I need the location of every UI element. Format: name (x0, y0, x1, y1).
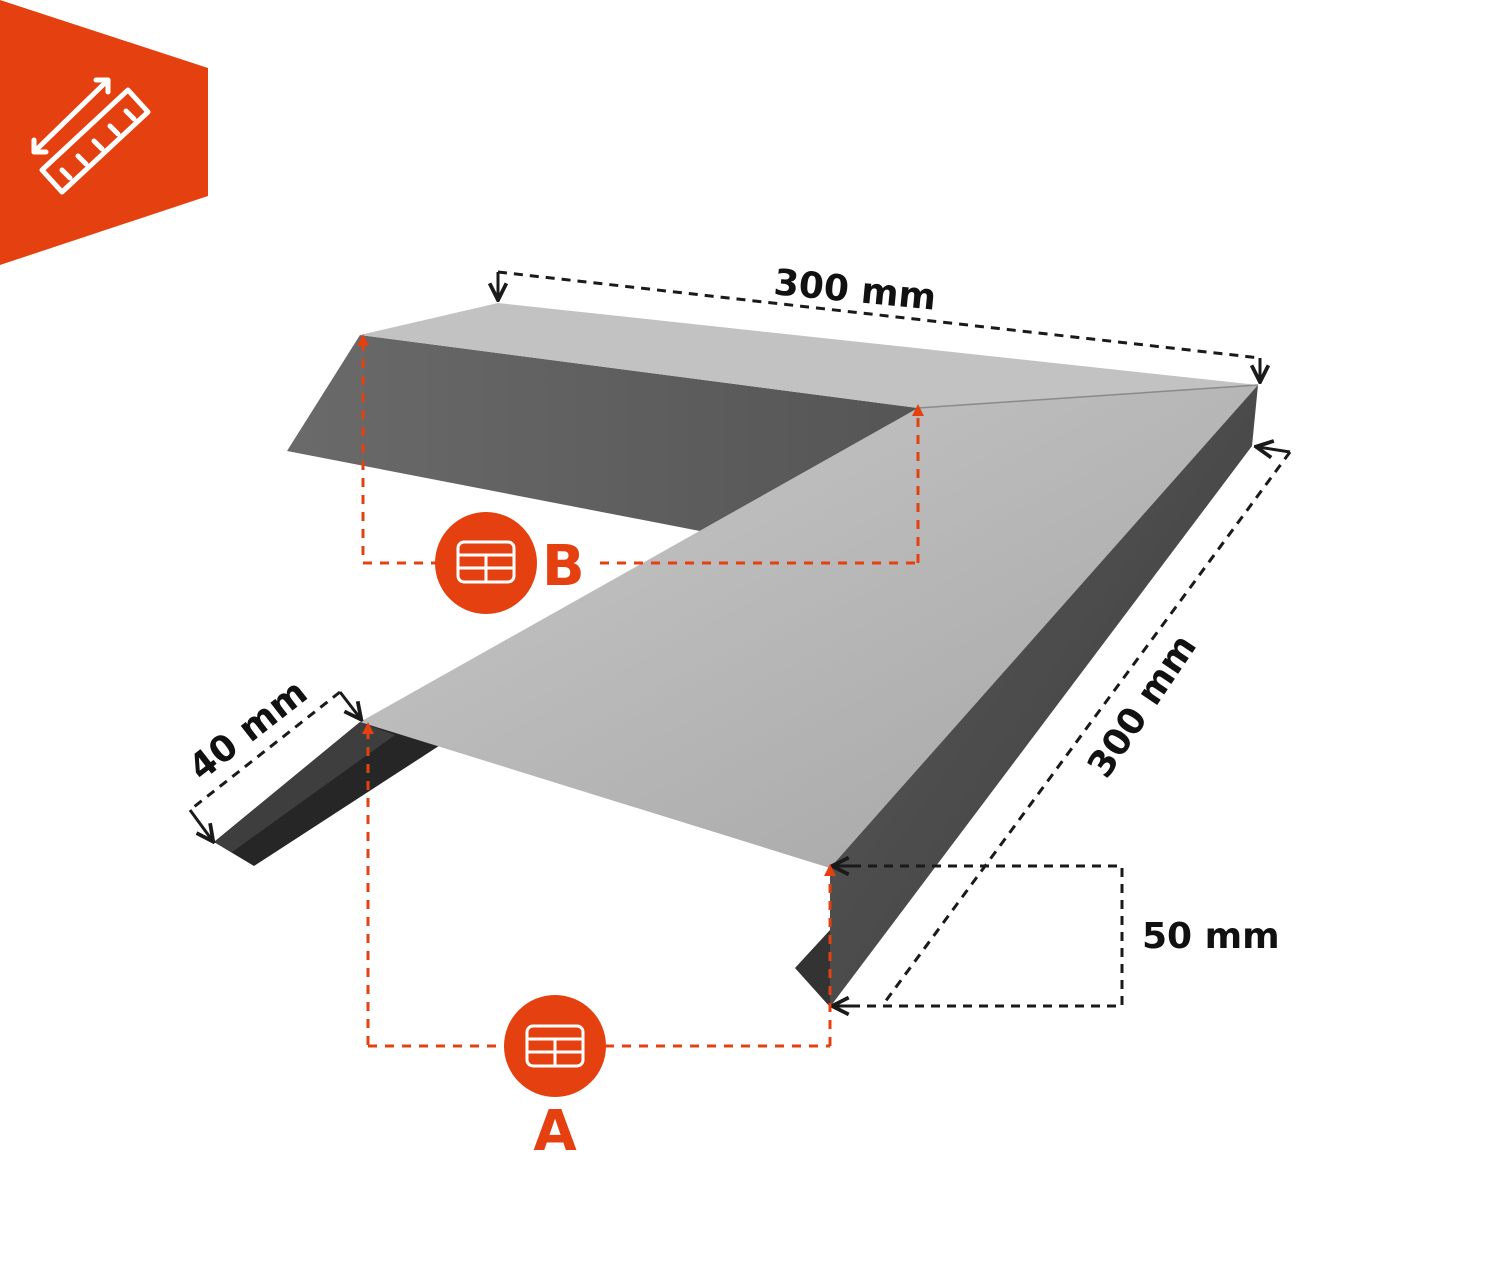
left-flange-face (214, 722, 395, 852)
orange-guides (361, 342, 920, 1048)
main-top-surface (360, 385, 1258, 868)
back-top-strip (360, 303, 1258, 408)
dimension-height-label: 50 mm (1142, 916, 1280, 957)
corner-badge (0, 0, 208, 265)
orange-arrowheads (357, 334, 924, 876)
bottom-lip (795, 868, 830, 1007)
dimension-lines (188, 270, 1292, 1006)
marker-b: B (435, 512, 585, 614)
ruler-icon (31, 77, 151, 195)
dimension-top-label: 300 mm (772, 262, 938, 318)
sheet-metal-part (214, 303, 1259, 1007)
fold-line (917, 384, 1259, 409)
dimension-flange-label: 40 mm (181, 672, 315, 789)
table-icon (525, 1024, 585, 1068)
marker-a-letter: A (533, 1099, 577, 1164)
marker-b-letter: B (542, 534, 585, 599)
left-flange (214, 722, 445, 866)
right-side-face (830, 385, 1258, 1007)
badge-shape (0, 0, 208, 265)
table-icon (456, 540, 516, 584)
back-side-face (287, 335, 918, 532)
marker-a: A (504, 995, 606, 1164)
